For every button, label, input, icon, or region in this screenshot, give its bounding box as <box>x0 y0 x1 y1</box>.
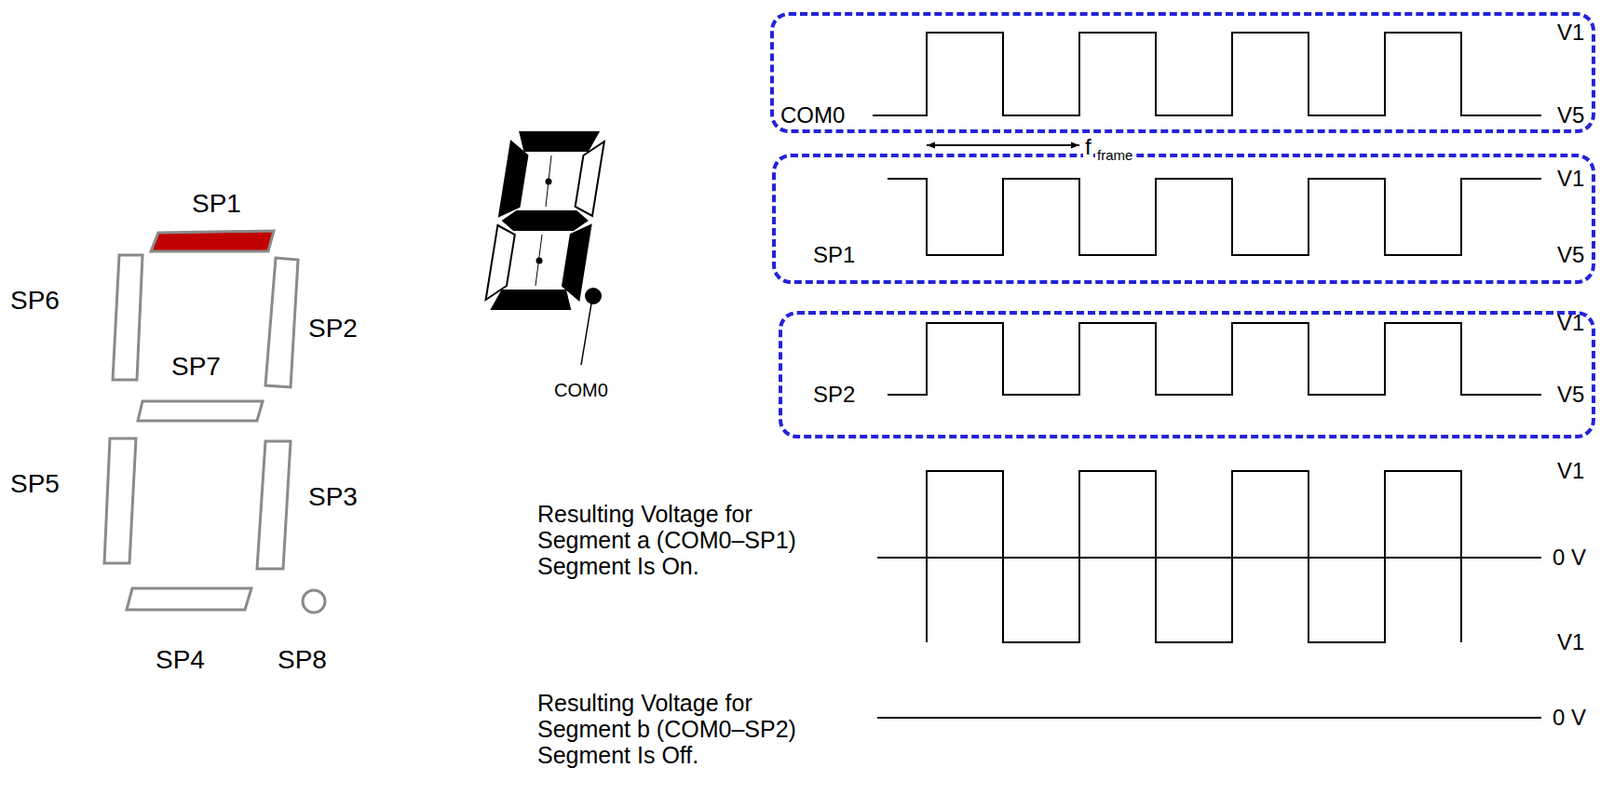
segment-label: SP8 <box>277 646 327 676</box>
segment-label: SP2 <box>308 314 358 344</box>
voltage-level: V1 <box>1557 166 1585 191</box>
signal-name: SP2 <box>813 382 855 407</box>
sp1-waveform <box>887 178 1542 256</box>
segment-label: SP3 <box>308 483 358 513</box>
segment-sp2 <box>265 257 299 388</box>
zero-line <box>877 556 1542 559</box>
icon-segment <box>519 132 598 151</box>
segment-label: SP4 <box>155 646 205 676</box>
icon-segment <box>575 141 605 217</box>
voltage-level: V5 <box>1557 382 1585 407</box>
icon-dp <box>585 288 601 304</box>
segment-a-waveform <box>926 471 1462 643</box>
segment-sp8 <box>302 590 326 613</box>
segment-sp4 <box>126 588 252 611</box>
signal-name: COM0 <box>780 103 845 128</box>
digit-icon <box>486 132 605 366</box>
icon-segment <box>499 141 528 217</box>
voltage-level: 0 V <box>1552 545 1587 570</box>
waveform-box: SP2 V1V5 <box>778 311 1596 439</box>
icon-guide <box>535 234 543 286</box>
voltage-level: V5 <box>1557 103 1585 128</box>
signal-name: SP1 <box>813 243 855 268</box>
segment-sp1 <box>150 230 274 252</box>
segment-label: SP5 <box>10 470 60 500</box>
segment-sp3 <box>257 441 291 570</box>
icon-segment <box>502 211 587 231</box>
seven-segment-figure <box>104 230 326 613</box>
icon-segment <box>491 290 570 310</box>
caption-note: Resulting Voltage for Segment b (COM0–SP… <box>537 690 836 769</box>
leader-line <box>581 303 592 366</box>
segment-sp5 <box>104 438 136 564</box>
icon-guide <box>545 155 552 207</box>
voltage-level: 0 V <box>1552 705 1587 731</box>
voltage-level: V1 <box>1557 459 1585 484</box>
sp2-waveform <box>887 323 1542 395</box>
segment-sp7 <box>137 401 263 421</box>
voltage-level: V5 <box>1557 243 1585 268</box>
caption-note: Resulting Voltage for Segment a (COM0–SP… <box>537 501 836 580</box>
voltage-level: V1 <box>1557 20 1585 45</box>
com0-waveform <box>872 32 1542 116</box>
segment-label: SP6 <box>10 286 60 316</box>
frame-arrow <box>926 144 1080 147</box>
voltage-level: V1 <box>1557 311 1585 336</box>
waveform-box: COM0 V1V5 <box>770 12 1596 134</box>
segment-label: SP7 <box>171 352 221 382</box>
common-label: COM0 <box>554 379 609 401</box>
icon-dot <box>546 179 552 185</box>
icon-dot <box>537 258 543 264</box>
frequency-subscript: frame <box>1095 148 1135 164</box>
segment-sp6 <box>112 255 143 380</box>
frequency-symbol: f <box>1083 135 1094 160</box>
segment-label: SP1 <box>191 189 242 219</box>
segment-b-waveform <box>877 717 1542 719</box>
voltage-level: V1 <box>1557 630 1585 655</box>
icon-segment <box>486 225 516 300</box>
waveforms <box>872 32 1542 719</box>
waveform-box: SP1 V1V5 <box>772 153 1596 285</box>
icon-segment <box>562 225 591 300</box>
